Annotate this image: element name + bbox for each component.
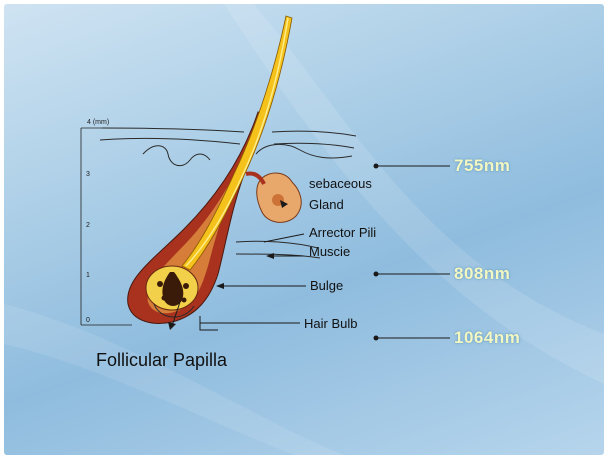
gland-duct [246,173,264,184]
scale-label-2: 2 [86,222,90,229]
hair-follicle-illustration [4,4,604,455]
label-gland: Gland [309,197,344,212]
scale-label-1: 1 [86,272,90,279]
label-sebaceous: sebaceous [309,176,372,191]
label-hair-bulb: Hair Bulb [304,316,357,331]
arrector-pili-muscle [236,241,318,248]
scale-label-3: 3 [86,171,90,178]
label-bulge: Bulge [310,278,343,293]
label-follicular-papilla: Follicular Papilla [96,350,227,371]
wavelength-808nm: 808nm [454,264,510,284]
label-arrector-pili: Arrector Pili [309,225,376,240]
scale-label-4mm: 4 (mm) [87,119,109,126]
wavelength-1064nm: 1064nm [454,328,520,348]
label-muscle: Muscie [309,244,350,259]
scale-label-0: 0 [86,317,90,324]
background-streak [4,304,344,455]
wavelength-755nm: 755nm [454,156,510,176]
diagram-panel: 4 (mm) 3 2 1 0 sebaceous Gland Arrector … [4,4,604,455]
